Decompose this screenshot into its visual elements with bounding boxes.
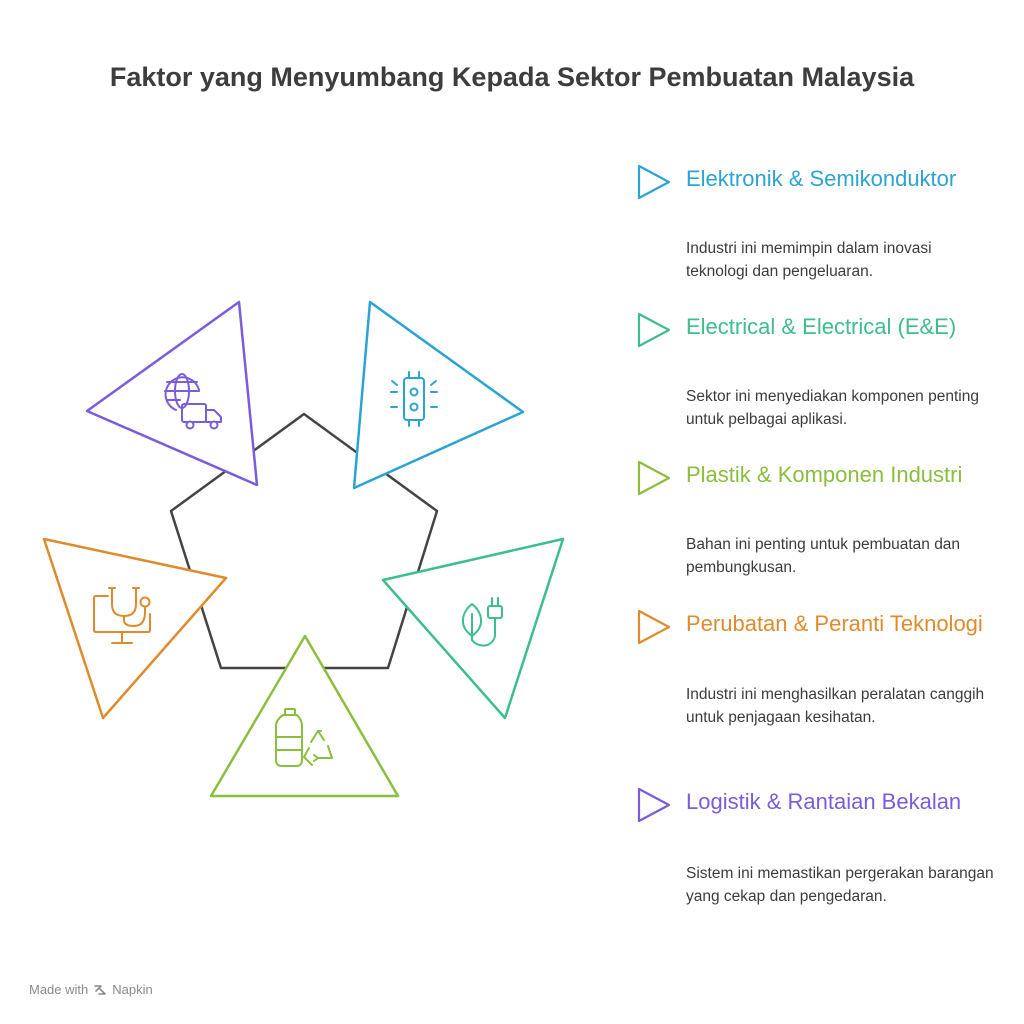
play-marker-icon	[637, 609, 671, 645]
medical-monitor-icon	[93, 587, 151, 644]
triangle-logistik	[85, 300, 259, 487]
legend-description: Sektor ini menyediakan komponen penting …	[686, 388, 979, 428]
legend-description: Industri ini memimpin dalam inovasi tekn…	[686, 240, 932, 280]
legend-description: Industri ini menghasilkan peralatan cang…	[686, 686, 985, 726]
globe-truck-icon	[164, 373, 222, 430]
play-marker-icon	[637, 164, 671, 200]
triangle-elektronik	[352, 300, 525, 490]
legend-title: Logistik & Rantaian Bekalan	[686, 789, 962, 814]
triangle-perubatan	[42, 537, 228, 720]
napkin-brand-label: Napkin	[112, 982, 153, 997]
play-marker-icon	[637, 787, 671, 823]
play-marker-icon	[637, 460, 671, 496]
legend-description: Bahan ini penting untuk pembuatan dan pe…	[686, 536, 961, 576]
recycle-bottle-icon	[275, 708, 333, 767]
napkin-logo-icon	[94, 984, 107, 995]
page-title: Faktor yang Menyumbang Kepada Sektor Pem…	[109, 62, 915, 92]
footer-watermark: Made with Napkin	[29, 982, 153, 997]
legend-title: Elektronik & Semikonduktor	[686, 166, 957, 191]
legend-title: Electrical & Electrical (E&E)	[686, 314, 957, 339]
chip-icon	[390, 371, 438, 427]
play-marker-icon	[637, 312, 671, 348]
legend-title: Plastik & Komponen Industri	[686, 462, 963, 487]
triangle-plastik	[209, 634, 400, 798]
plug-leaf-icon	[462, 597, 503, 647]
made-with-label: Made with	[29, 982, 89, 997]
legend-description: Sistem ini memastikan pergerakan baranga…	[686, 865, 994, 905]
legend-title: Perubatan & Peranti Teknologi	[686, 611, 983, 636]
triangle-electrical	[381, 537, 565, 720]
